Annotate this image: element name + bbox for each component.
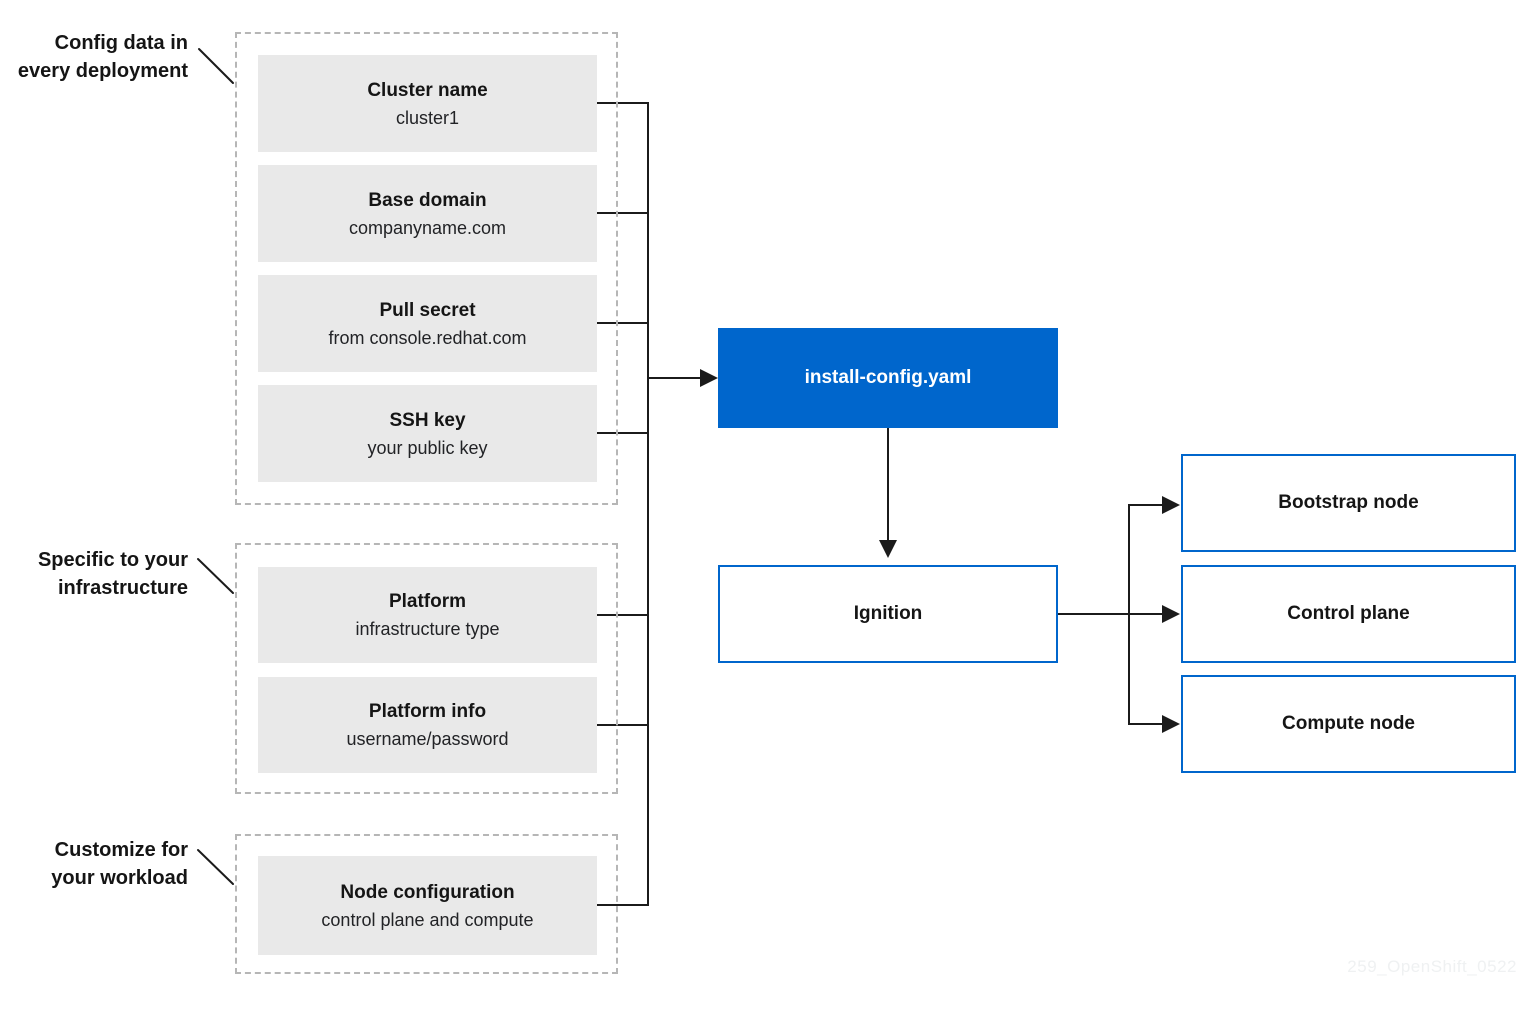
label-config-data: Config data in every deployment [0,29,188,85]
config-box-subtitle: infrastructure type [355,619,500,639]
config-box-subtitle: your public key [367,437,488,458]
pointer-line-workload [197,849,234,885]
node-control-plane: Control plane [1181,565,1516,663]
arrowhead-install-config [700,369,718,387]
config-box-title: SSH key [389,409,466,431]
config-box-platform-info: Platform info username/password [258,677,597,773]
pointer-line-infrastructure [197,558,234,594]
config-box-title: Cluster name [367,79,488,101]
label-line: your workload [51,867,188,889]
group-outline-workload [235,834,618,974]
label-workload: Customize for your workload [0,836,188,892]
label-line: Specific to your [37,549,188,571]
config-box-title: Pull secret [379,299,476,321]
node-ignition: Ignition [718,565,1058,663]
node-install-config-yaml: install-config.yaml [718,328,1058,428]
config-box-cluster-name: Cluster name cluster1 [258,55,597,152]
config-box-base-domain: Base domain companyname.com [258,165,597,262]
config-box-title: Node configuration [340,881,515,903]
pointer-line-config-data [198,48,234,84]
branch-line-nodes [1128,504,1163,725]
group-outline-config-data [235,32,618,505]
config-box-pull-secret: Pull secret from console.redhat.com [258,275,597,372]
label-line: Customize for [54,839,188,861]
group-outline-infrastructure [235,543,618,794]
config-box-subtitle: control plane and compute [321,909,534,930]
node-compute: Compute node [1181,675,1516,773]
config-box-title: Platform info [368,701,487,722]
label-infrastructure: Specific to your infrastructure [0,546,188,602]
config-box-node-configuration: Node configuration control plane and com… [258,856,597,955]
config-box-platform: Platform infrastructure type [258,567,597,663]
node-bootstrap: Bootstrap node [1181,454,1516,552]
config-box-ssh-key: SSH key your public key [258,385,597,482]
config-box-subtitle: from console.redhat.com [328,327,527,348]
config-box-subtitle: username/password [346,729,509,749]
arrowhead-ignition [879,540,897,558]
label-line: every deployment [17,60,188,82]
label-line: infrastructure [57,577,188,599]
config-box-subtitle: cluster1 [395,107,460,128]
watermark-text: 259_OpenShift_0522 [1347,957,1517,976]
label-line: Config data in [54,32,188,54]
arrowhead-control-plane [1162,605,1180,623]
config-box-title: Base domain [368,189,487,211]
arrowhead-bootstrap [1162,496,1180,514]
config-box-title: Platform [388,591,467,612]
config-box-subtitle: companyname.com [348,217,507,238]
arrowhead-compute [1162,715,1180,733]
